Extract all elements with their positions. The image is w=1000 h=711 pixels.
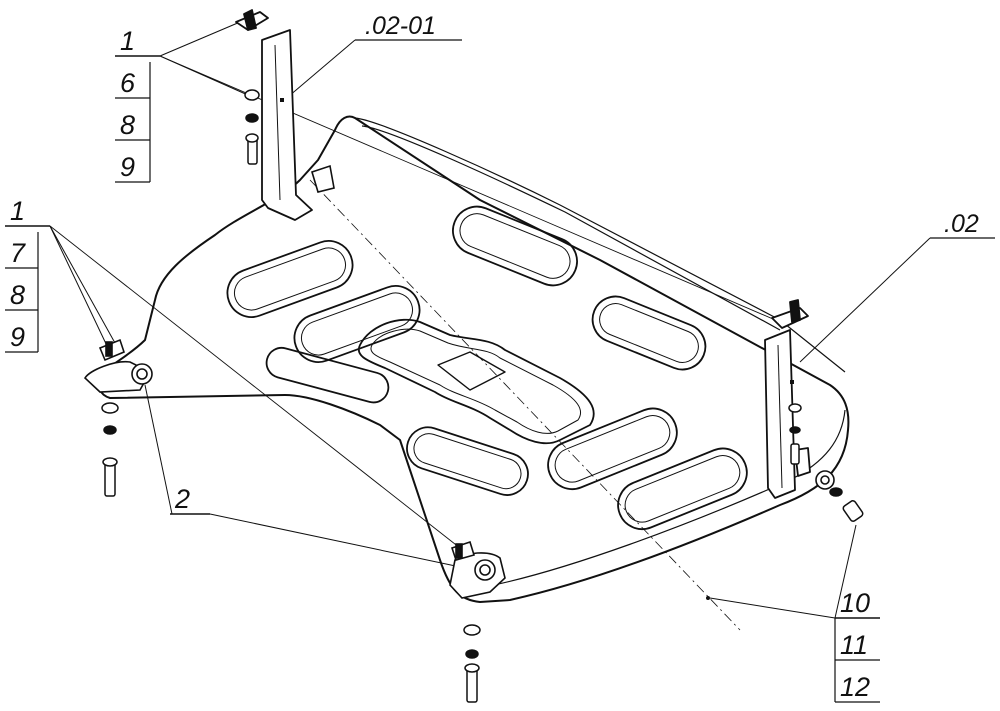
mount-ear-right (311, 164, 835, 490)
callout-label-1b: 1 (10, 196, 25, 226)
reference-label-02-01: .02-01 (365, 12, 436, 40)
callout-stack-bottom-right: 10 11 12 (709, 524, 880, 703)
callout-label-12: 12 (840, 672, 870, 702)
callout-label-7: 7 (10, 238, 26, 268)
callout-label-2: 2 (174, 484, 190, 514)
skid-plate (97, 115, 850, 631)
plate-slots (226, 205, 748, 531)
leader-point (706, 596, 710, 600)
callout-label-8b: 8 (10, 280, 25, 310)
fasteners-bottom (463, 624, 481, 703)
right-bracket (764, 299, 811, 499)
callout-stack-mid-left: 1 7 8 9 (5, 196, 461, 549)
reference-02: .02 (799, 210, 995, 363)
callout-label-8: 8 (120, 110, 135, 140)
callout-label-6: 6 (120, 68, 136, 98)
fasteners-top-left (244, 89, 260, 165)
callout-label-1: 1 (120, 26, 135, 56)
fasteners-right-bracket (788, 403, 802, 465)
reference-02-01: .02-01 (281, 12, 462, 103)
fasteners-left (101, 402, 119, 497)
callout-stack-top-left: 1 6 8 9 (115, 21, 781, 323)
callout-label-10: 10 (840, 588, 870, 618)
fasteners-right (829, 487, 864, 522)
callout-label-9: 9 (120, 152, 135, 182)
mount-ear-bottom (449, 540, 506, 599)
callout-bracket-2: 2 (144, 384, 466, 569)
callout-label-9b: 9 (10, 322, 25, 352)
callout-label-11: 11 (840, 630, 868, 660)
reference-label-02: .02 (944, 210, 979, 238)
left-bracket (235, 9, 313, 221)
mount-ear-left (83, 338, 153, 393)
